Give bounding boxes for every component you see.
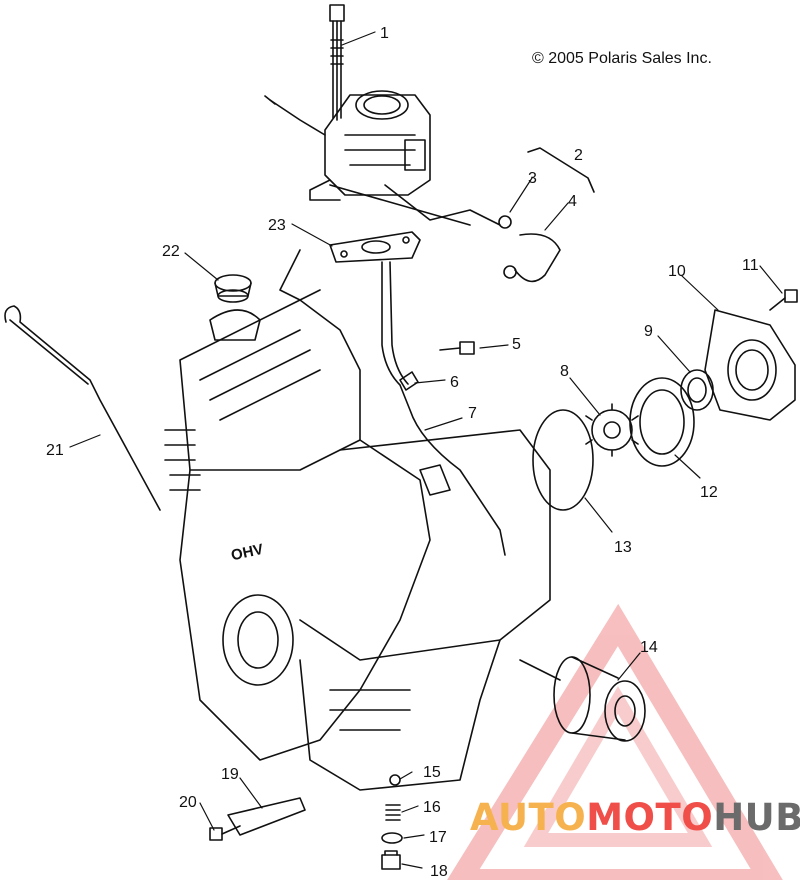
callout-6: 6 [450, 374, 459, 391]
callout-15: 15 [423, 764, 441, 781]
callout-4: 4 [568, 193, 577, 210]
callout-5: 5 [512, 336, 521, 353]
callout-21: 21 [46, 442, 64, 459]
part-1-bolt [329, 4, 345, 121]
part-20-bolt [209, 825, 241, 841]
callout-8: 8 [560, 363, 569, 380]
part-5-bolt [439, 341, 475, 355]
callout-labels: 1 2 3 4 5 6 7 8 9 10 11 12 13 14 15 16 1… [46, 25, 759, 880]
callout-19: 19 [221, 766, 239, 783]
watermark-logo [447, 603, 783, 880]
part-18-plug [381, 850, 401, 870]
callout-2: 2 [574, 147, 583, 164]
callout-18: 18 [430, 863, 448, 880]
part-6-clip [399, 371, 419, 391]
engine-marking: OHV [230, 541, 265, 564]
part-14-oil-filter [519, 656, 646, 742]
part-16-spring [385, 804, 401, 821]
callout-22: 22 [162, 243, 180, 260]
part-15-ball [389, 774, 401, 786]
callout-12: 12 [700, 484, 718, 501]
part-22-oil-cap [214, 274, 252, 303]
part-7-breather-tube [381, 261, 506, 556]
part-9-seal [680, 369, 714, 411]
callout-2-bracket [527, 147, 595, 193]
callout-13: 13 [614, 539, 632, 556]
part-13-gasket [532, 409, 594, 511]
callout-10: 10 [668, 263, 686, 280]
part-3-clamps [498, 215, 517, 279]
callout-16: 16 [423, 799, 441, 816]
part-23-gasket [329, 231, 421, 263]
callout-11: 11 [742, 257, 759, 274]
callout-9: 9 [644, 323, 653, 340]
part-17-washer [381, 832, 403, 844]
part-10-cover [704, 309, 796, 421]
watermark-part-moto: MOTO [586, 796, 714, 839]
callout-3: 3 [528, 170, 537, 187]
engine-block [164, 249, 551, 791]
part-4-hose [514, 233, 561, 283]
callout-17: 17 [429, 829, 447, 846]
callout-20: 20 [179, 794, 197, 811]
callout-14: 14 [640, 639, 658, 656]
watermark-part-hub: HUB [713, 796, 800, 839]
watermark-text: AUTOMOTOHUB [470, 796, 800, 839]
copyright-text: © 2005 Polaris Sales Inc. [532, 50, 712, 67]
callout-1: 1 [380, 25, 389, 42]
part-12-ring [629, 377, 695, 467]
part-21-dipstick [4, 305, 161, 511]
part-19-plate [227, 797, 306, 836]
callout-23: 23 [268, 217, 286, 234]
part-11-bolt [769, 289, 798, 311]
watermark-part-auto: AUTO [470, 796, 587, 839]
leader-lines [69, 31, 783, 869]
carburetor [264, 90, 501, 226]
part-8-gear [585, 403, 639, 457]
callout-7: 7 [468, 405, 477, 422]
